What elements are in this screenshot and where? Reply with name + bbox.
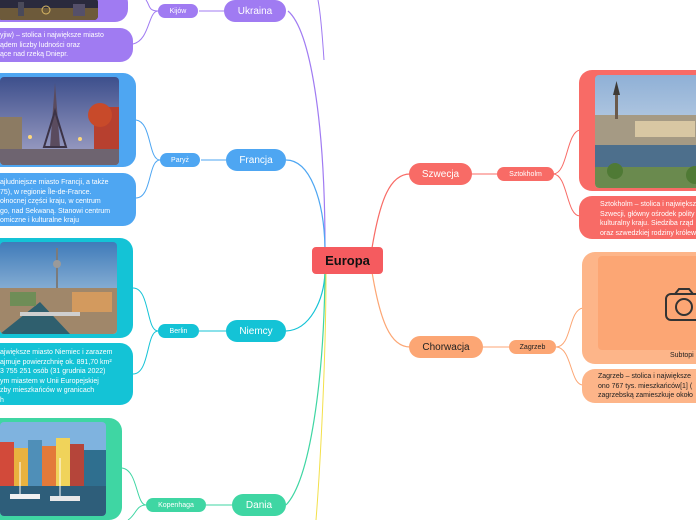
topic-niemcy[interactable]: Niemcy xyxy=(226,320,286,342)
topic-ukraina[interactable]: Ukraina xyxy=(224,0,286,22)
subtopic-zagrzeb-label: Zagrzeb xyxy=(519,343,546,351)
topic-dania[interactable]: Dania xyxy=(232,494,286,516)
subtopic-paryz-label: Paryż xyxy=(171,156,189,164)
sztokholm-desc-line: oraz szwedzkiej rodziny królew xyxy=(600,229,696,237)
berlin-desc-line: ajmuje powierzchnię ok. 891,70 km² xyxy=(0,358,112,366)
paryz-desc-line: go, nad Sekwaną. Stanowi centrum xyxy=(0,207,111,215)
berlin-desc-line: zby mieszkańców w granicach xyxy=(0,387,95,395)
kijow-desc-line: yjiw) – stolica i największe miasto xyxy=(0,32,104,39)
topic-ukraina-label: Ukraina xyxy=(237,5,273,17)
subtopic-paryz[interactable]: Paryż xyxy=(160,153,200,167)
camera-icon xyxy=(665,288,696,321)
subtopic-berlin-label: Berlin xyxy=(169,327,188,335)
kopenhaga-photo xyxy=(0,422,106,516)
subtopic-kijow-label: Kijów xyxy=(169,7,187,15)
desc-card-paryz[interactable]: ajludniejsze miasto Francji, a także 75)… xyxy=(0,173,136,226)
berlin-desc-line: h xyxy=(0,396,4,404)
central-topic[interactable]: Europa xyxy=(312,247,383,274)
berlin-desc-line: ym miastem w Unii Europejskiej xyxy=(0,377,99,385)
image-card-zagrzeb[interactable]: Subtopi xyxy=(582,252,696,364)
topic-chorwacja[interactable]: Chorwacja xyxy=(409,336,483,358)
desc-card-zagrzeb[interactable]: Zagrzeb – stolica i największe ono 767 t… xyxy=(582,369,696,403)
zagrzeb-photo-placeholder xyxy=(598,256,696,350)
topic-francja[interactable]: Francja xyxy=(226,149,286,171)
desc-card-kijow[interactable]: yjiw) – stolica i największe miasto ądem… xyxy=(0,28,133,62)
sztokholm-desc-line: Szwecji, główny ośrodek polity xyxy=(600,210,695,218)
desc-card-berlin[interactable]: ajwiększe miasto Niemiec i zarazem ajmuj… xyxy=(0,343,133,405)
berlin-desc-line: ajwiększe miasto Niemiec i zarazem xyxy=(0,349,113,356)
zagrzeb-desc-line: Zagrzeb – stolica i największe xyxy=(598,373,691,380)
sztokholm-desc-line: Sztokholm – stolica i największ xyxy=(600,201,696,208)
paryz-desc-line: omiczne i kulturalne kraju xyxy=(0,217,79,225)
subtopic-kijow[interactable]: Kijów xyxy=(158,4,198,18)
topic-szwecja-label: Szwecja xyxy=(421,168,460,180)
image-card-kijow[interactable] xyxy=(0,0,128,22)
subtopic-placeholder-label: Subtopi xyxy=(670,352,694,359)
berlin-desc-line: 3 755 251 osób (31 grudnia 2022) xyxy=(0,368,106,376)
kijow-desc-line: ące nad rzeką Dniepr. xyxy=(0,51,69,59)
link-francja xyxy=(285,159,326,249)
subtopic-kopenhaga[interactable]: Kopenhaga xyxy=(146,498,206,512)
desc-card-sztokholm[interactable]: Sztokholm – stolica i największ Szwecji,… xyxy=(579,196,696,239)
central-topic-label: Europa xyxy=(325,253,370,268)
topic-chorwacja-label: Chorwacja xyxy=(422,341,470,353)
berlin-photo xyxy=(0,242,117,334)
link-niemcy xyxy=(285,271,326,332)
image-card-berlin[interactable] xyxy=(0,238,133,338)
paryz-photo xyxy=(0,77,119,165)
paryz-desc-line: ajludniejsze miasto Francji, a także xyxy=(0,179,109,186)
topic-szwecja[interactable]: Szwecja xyxy=(409,163,472,185)
topic-dania-label: Dania xyxy=(245,499,273,511)
image-card-sztokholm[interactable] xyxy=(579,70,696,191)
paryz-desc-line: ołnocnej części kraju, w centrum xyxy=(0,198,101,206)
link-ukraina-top xyxy=(317,0,325,61)
topic-niemcy-label: Niemcy xyxy=(239,325,273,337)
link-ukraina xyxy=(287,10,326,249)
sztokholm-desc-line: kulturalny kraju. Siedziba rząd xyxy=(600,220,694,228)
subtopic-kopenhaga-label: Kopenhaga xyxy=(158,501,194,509)
kijow-desc-line: ądem liczby ludności oraz xyxy=(0,41,81,49)
zagrzeb-desc-line: ono 767 tys. mieszkańców[1] ( xyxy=(598,382,693,390)
image-card-kopenhaga[interactable] xyxy=(0,418,122,520)
subtopic-sztokholm-label: Sztokholm xyxy=(509,170,542,178)
image-card-paryz[interactable] xyxy=(0,73,136,167)
paryz-desc-line: 75), w regionie Île-de-France. xyxy=(0,188,92,196)
subtopic-berlin[interactable]: Berlin xyxy=(158,324,199,338)
subtopic-sztokholm[interactable]: Sztokholm xyxy=(497,167,554,181)
subtopic-zagrzeb[interactable]: Zagrzeb xyxy=(509,340,556,354)
link-yellow xyxy=(315,271,327,520)
kijow-photo xyxy=(0,0,98,20)
link-dania xyxy=(285,271,326,506)
topic-francja-label: Francja xyxy=(239,154,273,166)
zagrzeb-desc-line: zagrzebską zamieszkuje około xyxy=(598,392,693,400)
sztokholm-photo xyxy=(595,75,696,188)
